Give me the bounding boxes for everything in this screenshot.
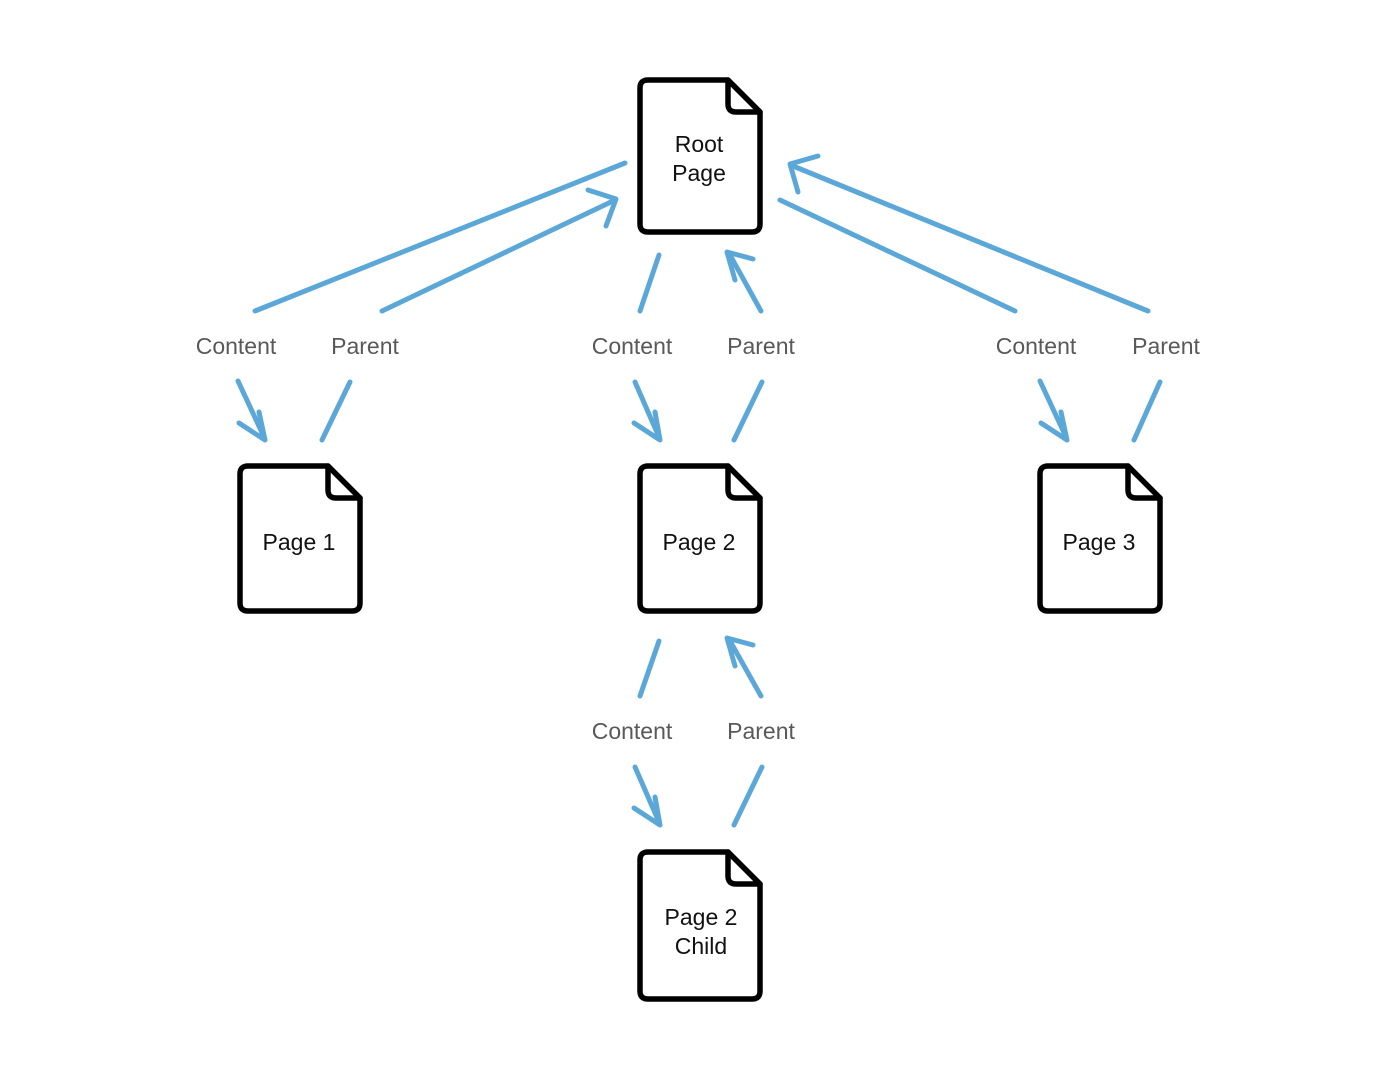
edge-label-content-page2: Content [592, 333, 673, 359]
edge-root-to-page1-content-upper[interactable] [252, 160, 628, 314]
document-fold-icon-page-1 [325, 463, 363, 501]
edge-group-page2-child [631, 635, 765, 828]
edge-group-root-page1 [235, 160, 628, 443]
edge-group-root-page2 [631, 249, 765, 443]
arrowhead-root-to-page3-content [1038, 409, 1070, 443]
edge-root-to-page2-content-lower[interactable] [632, 379, 662, 440]
edge-root-to-page2-content-upper[interactable] [637, 252, 662, 314]
edge-child-to-page2-parent-lower[interactable] [731, 764, 765, 828]
node-page-2-child[interactable]: Page 2 Child [637, 849, 763, 1002]
edge-child-to-page2-parent-upper[interactable] [727, 638, 764, 699]
edge-page2-to-child-content-upper[interactable] [637, 638, 662, 699]
edge-label-parent-page3: Parent [1132, 333, 1200, 359]
node-root-page[interactable]: Root Page [637, 77, 763, 235]
document-icon-root-page [637, 77, 763, 235]
document-fold-icon-root-page [725, 77, 763, 115]
node-label-root-page-line2: Page [672, 160, 726, 186]
edge-label-parent-page2-child: Parent [727, 718, 795, 744]
document-icon-page-3 [1037, 463, 1163, 614]
arrowhead-root-to-page2-content [631, 409, 663, 443]
edge-page2-to-root-parent-lower[interactable] [731, 379, 765, 443]
document-fold-icon-page-3 [1125, 463, 1163, 501]
node-label-root-page-line1: Root [675, 131, 724, 157]
edge-page3-to-root-parent-lower[interactable] [1131, 379, 1163, 443]
node-label-page-1: Page 1 [263, 529, 336, 555]
edge-label-content-page2-child: Content [592, 718, 673, 744]
edge-root-to-page3-content-upper[interactable] [777, 197, 1018, 314]
node-page-3[interactable]: Page 3 [1037, 463, 1163, 614]
arrowhead-page2-to-root-parent [724, 249, 756, 283]
document-icon-page-1 [237, 463, 363, 614]
edge-page2-to-child-content-lower[interactable] [632, 764, 662, 825]
arrowhead-root-to-page1-content [236, 409, 268, 443]
node-page-2[interactable]: Page 2 [637, 463, 763, 614]
document-fold-icon-page-2 [725, 463, 763, 501]
arrowhead-child-to-page2-parent [724, 635, 756, 669]
edge-label-parent-page2: Parent [727, 333, 795, 359]
node-label-page-2: Page 2 [663, 529, 736, 555]
edge-page2-to-root-parent-upper[interactable] [727, 252, 764, 314]
document-fold-icon-page-2-child [725, 849, 763, 887]
edge-root-to-page1-content-lower[interactable] [235, 378, 267, 440]
edge-page3-to-root-parent-upper[interactable] [790, 163, 1151, 314]
edge-page1-to-root-parent-lower[interactable] [319, 379, 353, 443]
node-label-page-3: Page 3 [1063, 529, 1136, 555]
node-label-page-2-child-line1: Page 2 [665, 904, 738, 930]
edge-label-content-page3: Content [996, 333, 1077, 359]
edge-label-parent-page1: Parent [331, 333, 399, 359]
edge-label-content-page1: Content [196, 333, 277, 359]
document-icon-page-2 [637, 463, 763, 614]
edge-page1-to-root-parent-upper[interactable] [379, 198, 616, 314]
edge-root-to-page3-content-lower[interactable] [1037, 378, 1069, 440]
node-page-1[interactable]: Page 1 [237, 463, 363, 614]
document-icon-page-2-child [637, 849, 763, 1002]
arrowhead-page3-to-root-parent [787, 153, 821, 195]
node-label-page-2-child-line2: Child [675, 933, 727, 959]
edge-group-root-page3 [777, 153, 1163, 443]
arrowhead-page2-to-child-content [631, 794, 663, 828]
arrowhead-page1-to-root-parent [585, 187, 619, 229]
